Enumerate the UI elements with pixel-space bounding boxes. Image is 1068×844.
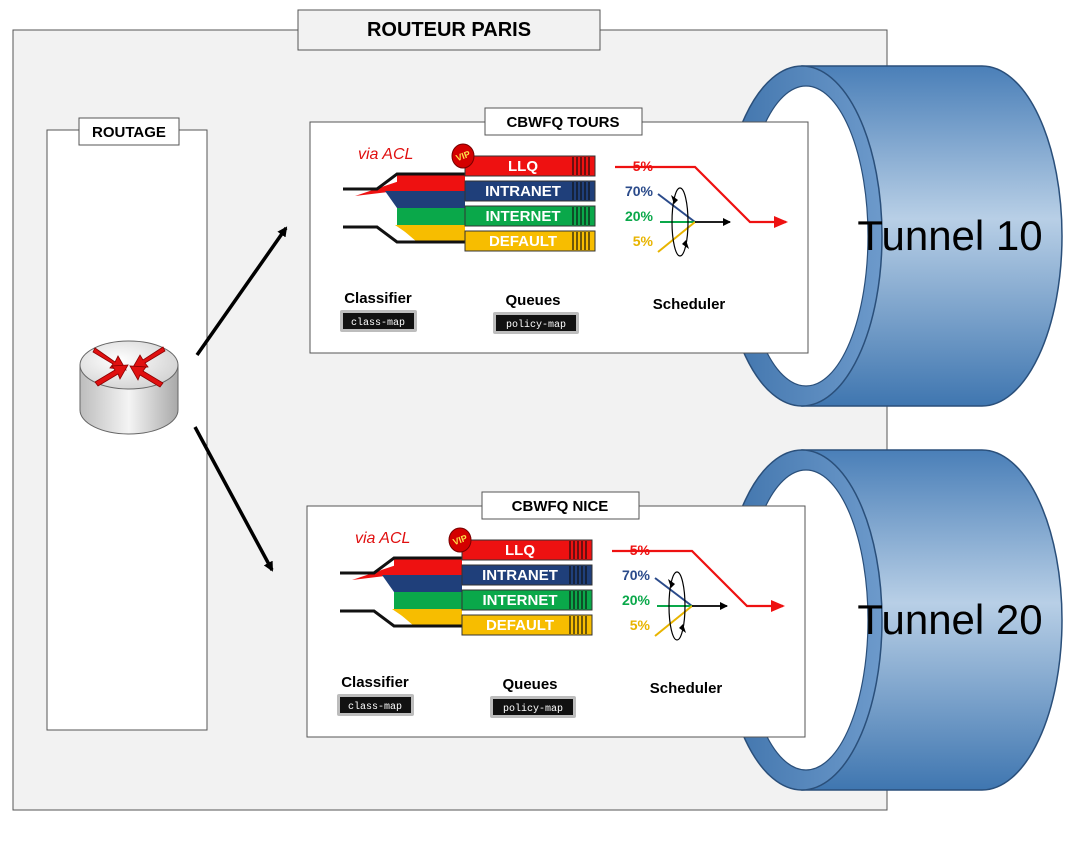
- router-icon: [79, 340, 179, 435]
- router-title: ROUTEUR PARIS: [367, 19, 531, 41]
- queue-percent: 5%: [630, 617, 651, 633]
- queue-default: DEFAULT 5%: [464, 230, 654, 252]
- cbwfq-title: CBWFQ TOURS: [506, 114, 619, 131]
- queue-label: INTERNET: [486, 208, 561, 225]
- queue-label: DEFAULT: [489, 233, 557, 250]
- classifier-label: Classifier: [341, 674, 409, 691]
- cbwfq-title: CBWFQ NICE: [512, 498, 609, 515]
- classifier-command: class-map: [351, 317, 405, 329]
- queue-label: LLQ: [505, 542, 535, 559]
- routing-title: ROUTAGE: [92, 124, 166, 141]
- queue-default: DEFAULT 5%: [461, 614, 651, 636]
- classifier-tag: via ACL: [358, 146, 413, 163]
- classifier-funnel: [340, 556, 462, 628]
- scheduler-label: Scheduler: [653, 296, 726, 313]
- classifier-label: Classifier: [344, 290, 412, 307]
- queue-percent: 20%: [622, 592, 651, 608]
- cbwfq-box-1: CBWFQ TOURS via ACL LLQ 5% INTRANET 70% INTERN…: [309, 107, 809, 354]
- queue-label: INTERNET: [483, 592, 558, 609]
- queue-internet: INTERNET 20%: [464, 205, 654, 227]
- queue-intranet: INTRANET 70%: [464, 180, 654, 202]
- vip-badge-label: VIP: [454, 149, 471, 163]
- router-title-box: ROUTEUR PARIS: [297, 9, 601, 51]
- queue-percent: 5%: [633, 233, 654, 249]
- vip-badge-label: VIP: [451, 533, 468, 547]
- classifier-command: class-map: [348, 701, 402, 713]
- queue-percent: 20%: [625, 208, 654, 224]
- route-arrow-tours: [195, 226, 288, 357]
- queue-percent: 70%: [625, 183, 654, 199]
- queue-percent: 70%: [622, 567, 651, 583]
- queue-label: INTRANET: [485, 183, 561, 200]
- queue-label: INTRANET: [482, 567, 558, 584]
- queue-intranet: INTRANET 70%: [461, 564, 651, 586]
- queue-label: LLQ: [508, 158, 538, 175]
- queues-command: policy-map: [503, 703, 563, 715]
- scheduler: [615, 165, 788, 257]
- route-arrow-nice: [193, 426, 274, 572]
- queue-label: DEFAULT: [486, 617, 554, 634]
- scheduler-label: Scheduler: [650, 680, 723, 697]
- classifier-funnel: [343, 172, 465, 244]
- vip-badge: VIP: [451, 143, 475, 169]
- queues-command: policy-map: [506, 319, 566, 331]
- tunnel-label: Tunnel 20: [857, 596, 1042, 643]
- queues-label: Queues: [505, 292, 560, 309]
- queue-internet: INTERNET 20%: [461, 589, 651, 611]
- tunnel-label: Tunnel 10: [857, 212, 1042, 259]
- classifier-tag: via ACL: [355, 530, 410, 547]
- scheduler: [612, 549, 785, 641]
- queues-label: Queues: [502, 676, 557, 693]
- vip-badge: VIP: [448, 527, 472, 553]
